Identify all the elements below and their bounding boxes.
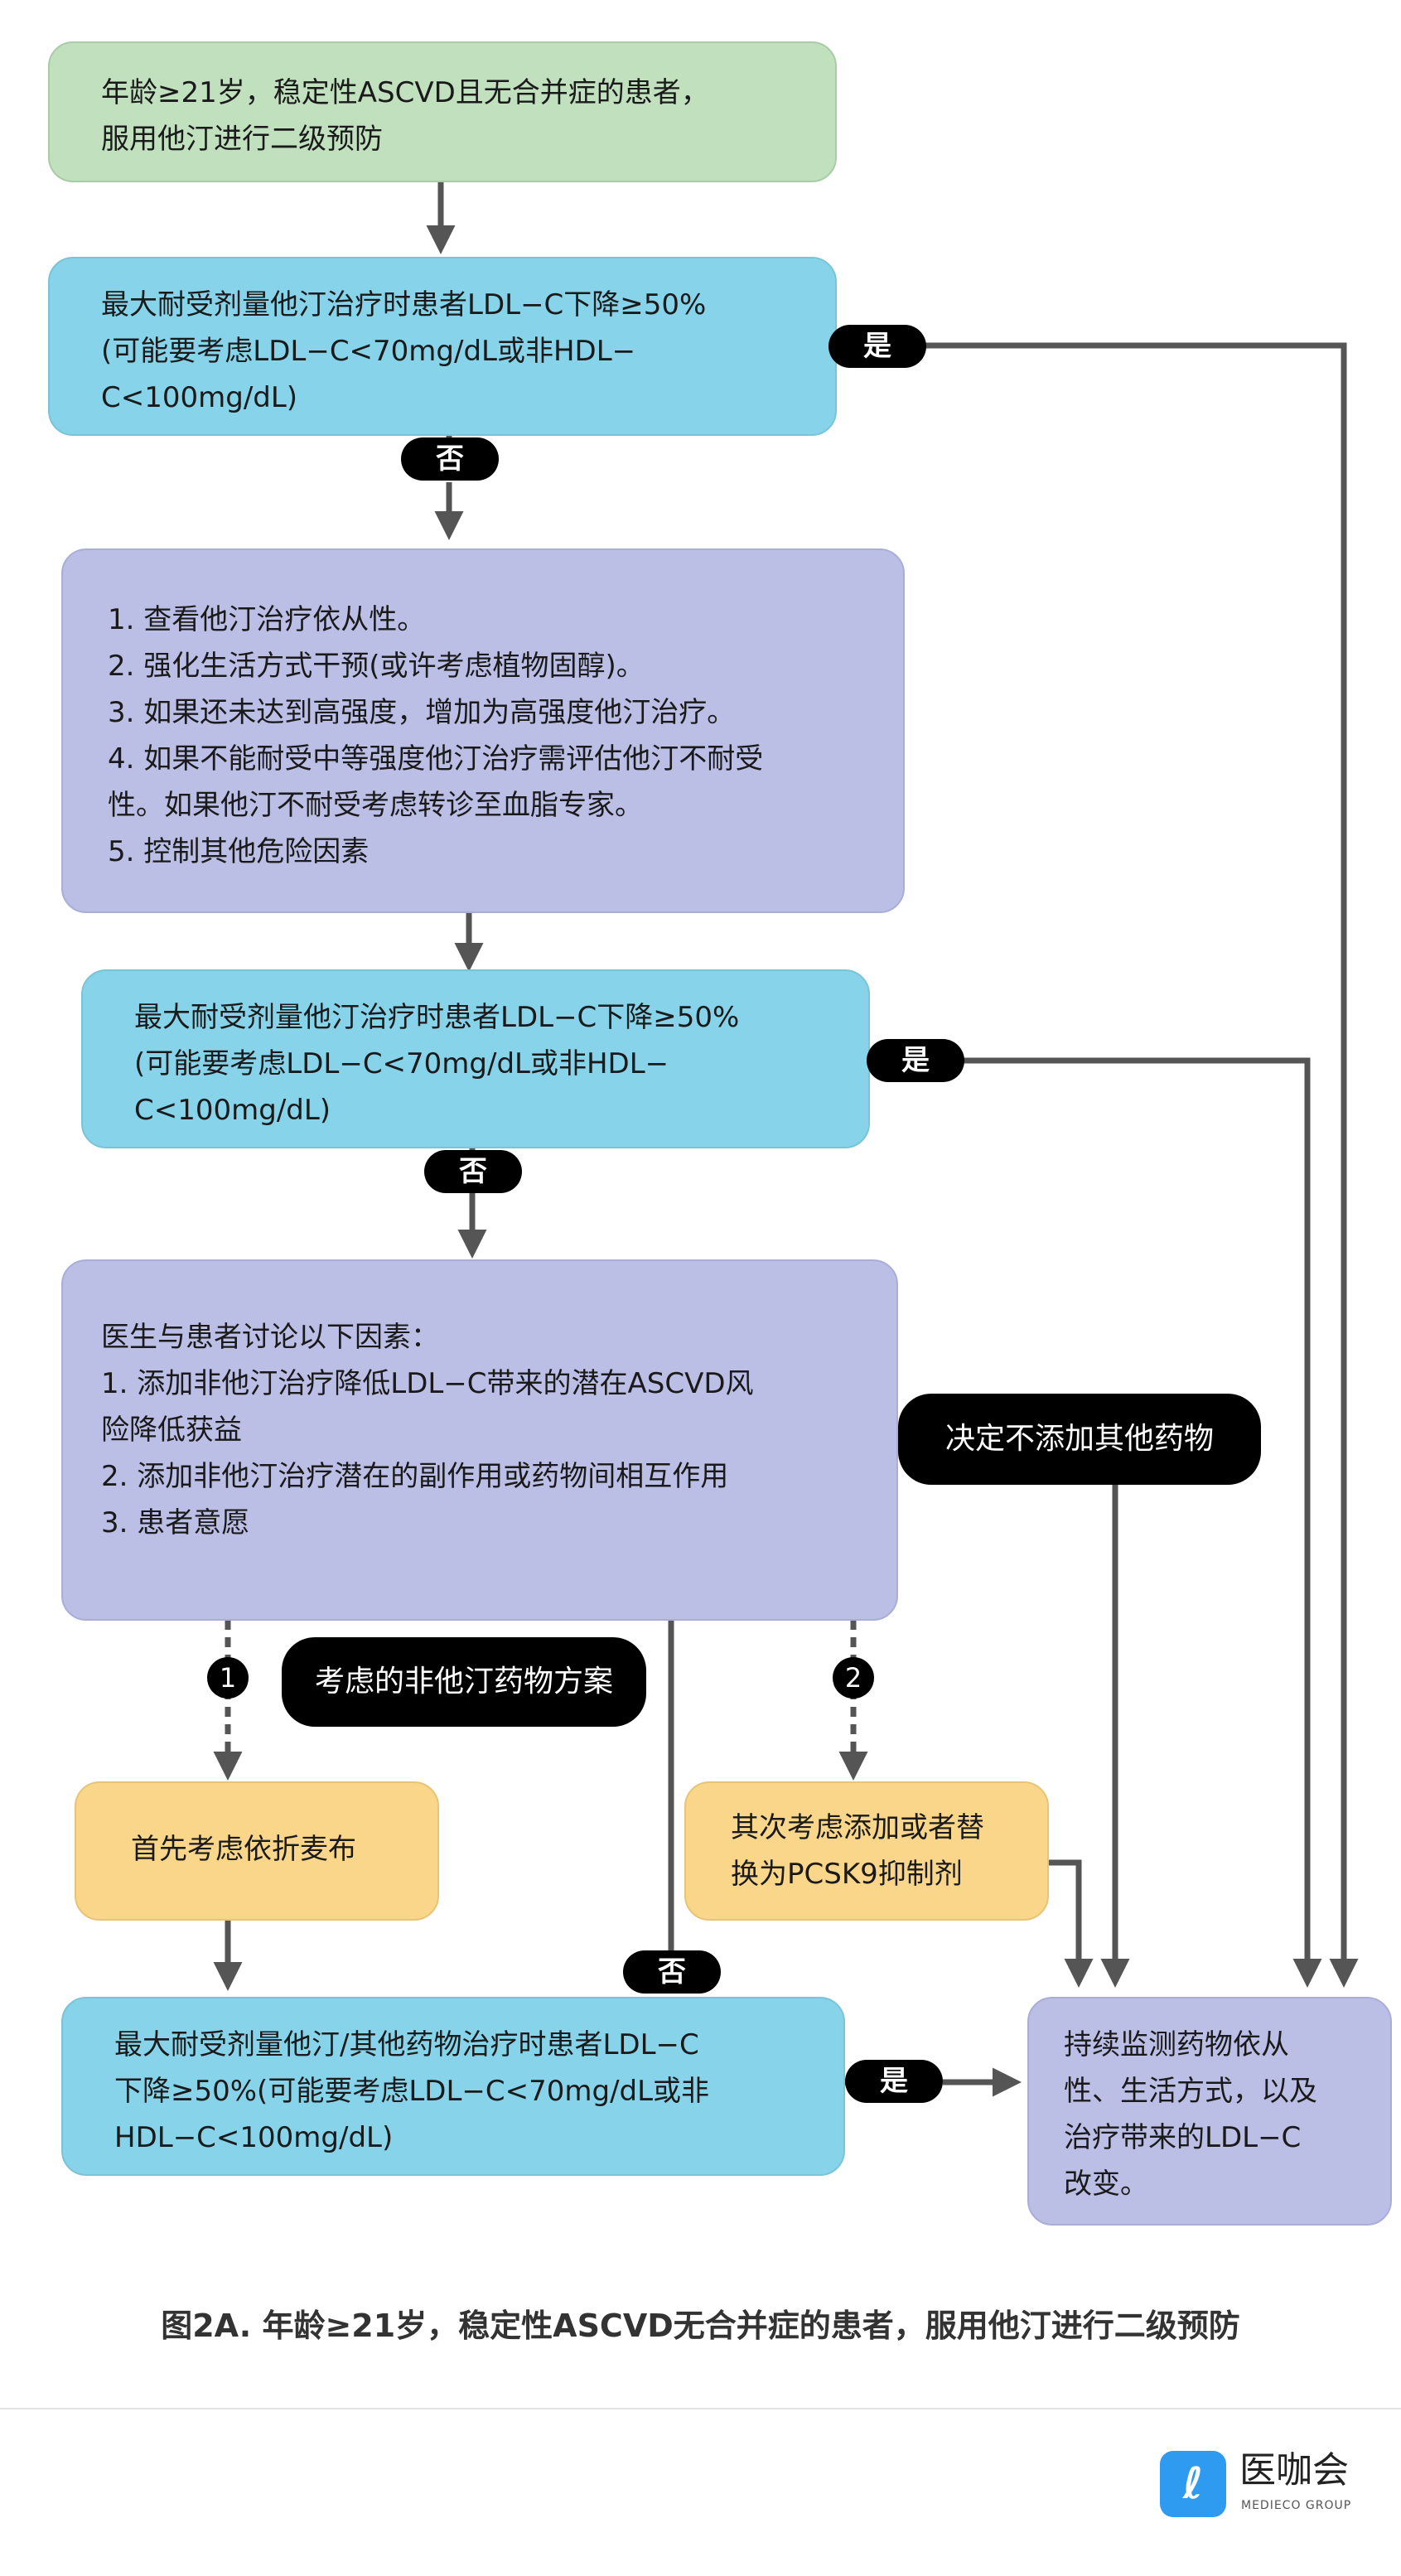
actions-line-1: 1. 查看他汀治疗依从性。: [108, 603, 426, 636]
check1-line-1: 最大耐受剂量他汀治疗时患者LDL−C下降≥50%: [101, 288, 707, 321]
actions-line-3: 3. 如果还未达到高强度，增加为高强度他汀治疗。: [108, 696, 736, 729]
check3-line-2: 下降≥50%(可能要考虑LDL−C<70mg/dL或非: [114, 2075, 710, 2108]
no-pill-check3: 否: [623, 1950, 721, 1994]
check1-line-3: C<100mg/dL): [101, 381, 298, 414]
arrow-pcsk9-to-monitor: [1047, 1859, 1094, 1988]
option-2-marker: 2: [833, 1657, 874, 1699]
start-node: 年龄≥21岁，稳定性ASCVD且无合并症的患者， 服用他汀进行二级预防: [48, 41, 837, 182]
yes-pill-check2: 是: [867, 1039, 964, 1082]
check2-line-2: (可能要考虑LDL−C<70mg/dL或非HDL−: [134, 1047, 669, 1080]
ezetimibe-line-1: 首先考虑依折麦布: [131, 1833, 356, 1866]
check3-node: 最大耐受剂量他汀/其他药物治疗时患者LDL−C 下降≥50%(可能要考虑LDL−…: [61, 1997, 845, 2176]
discuss-line-1: 医生与患者讨论以下因素：: [101, 1321, 439, 1354]
start-line-2: 服用他汀进行二级预防: [101, 123, 383, 156]
check2-node: 最大耐受剂量他汀治疗时患者LDL−C下降≥50% (可能要考虑LDL−C<70m…: [81, 969, 870, 1148]
actions-line-4: 4. 如果不能耐受中等强度他汀治疗需评估他汀不耐受: [108, 742, 764, 776]
arrow-check2-yes-to-monitor: [961, 1057, 1322, 1988]
check2-line-1: 最大耐受剂量他汀治疗时患者LDL−C下降≥50%: [134, 1001, 740, 1034]
check1-line-2: (可能要考虑LDL−C<70mg/dL或非HDL−: [101, 335, 636, 368]
no-add-decision-label: 决定不添加其他药物: [898, 1394, 1261, 1485]
start-line-1: 年龄≥21岁，稳定性ASCVD且无合并症的患者，: [101, 76, 709, 109]
discuss-line-3: 险降低获益: [101, 1414, 242, 1447]
check3-line-1: 最大耐受剂量他汀/其他药物治疗时患者LDL−C: [114, 2028, 699, 2061]
brand-subtitle: MEDIECO GROUP: [1241, 2499, 1352, 2512]
monitor-line-2: 性、生活方式，以及: [1064, 2075, 1317, 2108]
actions-line-6: 5. 控制其他危险因素: [108, 835, 370, 868]
actions-node: 1. 查看他汀治疗依从性。 2. 强化生活方式干预(或许考虑植物固醇)。 3. …: [61, 549, 905, 913]
monitor-line-4: 改变。: [1064, 2168, 1148, 2201]
ezetimibe-node: 首先考虑依折麦布: [75, 1781, 439, 1921]
actions-line-2: 2. 强化生活方式干预(或许考虑植物固醇)。: [108, 650, 645, 683]
yes-pill-check1: 是: [829, 325, 926, 368]
brand-logo: ℓ 医咖会 MEDIECO GROUP: [1160, 2451, 1375, 2525]
pcsk9-line-1: 其次考虑添加或者替: [731, 1811, 984, 1844]
monitor-line-3: 治疗带来的LDL−C: [1064, 2121, 1302, 2154]
check2-line-3: C<100mg/dL): [134, 1094, 331, 1127]
option-1-marker: 1: [207, 1657, 249, 1699]
yes-pill-check3: 是: [845, 2060, 943, 2103]
discuss-node: 医生与患者讨论以下因素： 1. 添加非他汀治疗降低LDL−C带来的潜在ASCVD…: [61, 1259, 898, 1621]
arrow-check1-yes-to-monitor: [924, 342, 1359, 1988]
brand-logo-icon: ℓ: [1160, 2451, 1226, 2517]
pcsk9-line-2: 换为PCSK9抑制剂: [731, 1858, 963, 1891]
check3-line-3: HDL−C<100mg/dL): [114, 2121, 394, 2154]
check1-node: 最大耐受剂量他汀治疗时患者LDL−C下降≥50% (可能要考虑LDL−C<70m…: [48, 257, 837, 436]
actions-line-5: 性。如果他汀不耐受考虑转诊至血脂专家。: [108, 789, 643, 822]
footer-divider: [0, 2408, 1401, 2409]
monitor-line-1: 持续监测药物依从: [1064, 2028, 1289, 2061]
no-pill-check2: 否: [424, 1150, 522, 1193]
discuss-line-2: 1. 添加非他汀治疗降低LDL−C带来的潜在ASCVD风: [101, 1367, 754, 1400]
no-pill-check1: 否: [401, 437, 499, 481]
figure-caption: 图2A. 年龄≥21岁，稳定性ASCVD无合并症的患者，服用他汀进行二级预防: [161, 2308, 1240, 2344]
brand-name: 医咖会: [1239, 2449, 1349, 2491]
monitor-node: 持续监测药物依从 性、生活方式，以及 治疗带来的LDL−C 改变。: [1027, 1997, 1392, 2226]
discuss-line-4: 2. 添加非他汀治疗潜在的副作用或药物间相互作用: [101, 1460, 729, 1493]
nonstatin-options-label: 考虑的非他汀药物方案: [282, 1637, 646, 1727]
pcsk9-node: 其次考虑添加或者替 换为PCSK9抑制剂: [684, 1781, 1049, 1921]
discuss-line-5: 3. 患者意愿: [101, 1506, 250, 1539]
